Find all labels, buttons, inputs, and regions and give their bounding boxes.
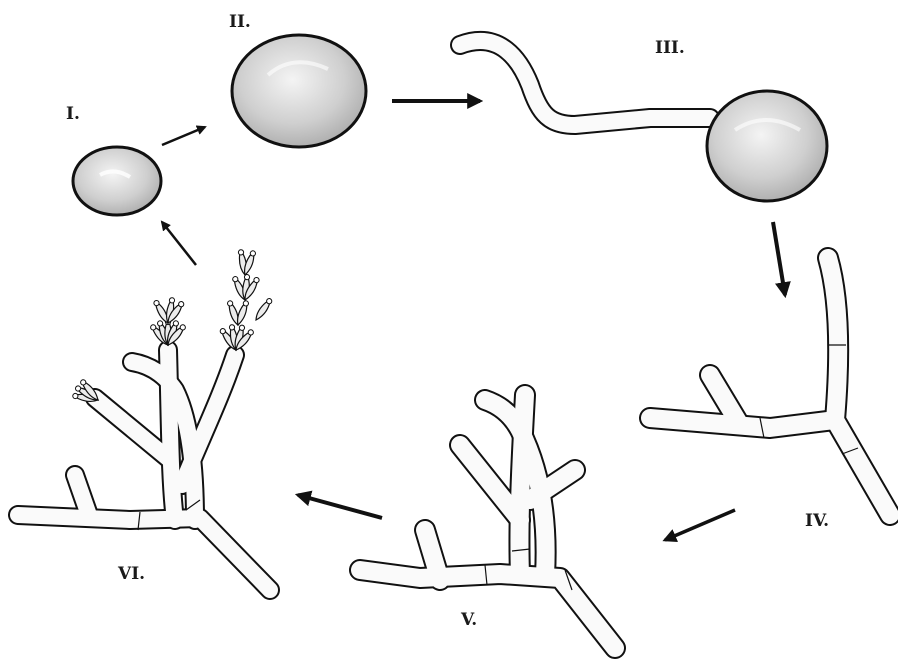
branching-hypha-icon bbox=[650, 258, 890, 515]
stage-label-vi: VI. bbox=[118, 564, 145, 584]
swollen-spore-icon bbox=[232, 35, 366, 147]
stage-label-v: V. bbox=[461, 610, 477, 630]
arrow-iv-to-v bbox=[665, 510, 735, 540]
stage-label-i: I. bbox=[66, 104, 80, 124]
arrow-iii-to-iv bbox=[773, 222, 785, 295]
arrow-vi-to-i bbox=[162, 222, 196, 265]
mycelium-icon bbox=[360, 395, 615, 648]
stage-label-ii: II. bbox=[229, 12, 251, 32]
germinating-spore-icon bbox=[460, 41, 827, 201]
small-spore-icon bbox=[73, 147, 161, 215]
stage-label-iii: III. bbox=[655, 38, 685, 58]
conidiophore-icon bbox=[18, 249, 273, 590]
arrow-v-to-vi bbox=[298, 495, 382, 518]
stage-label-iv: IV. bbox=[805, 511, 829, 531]
arrow-i-to-ii bbox=[162, 127, 205, 145]
